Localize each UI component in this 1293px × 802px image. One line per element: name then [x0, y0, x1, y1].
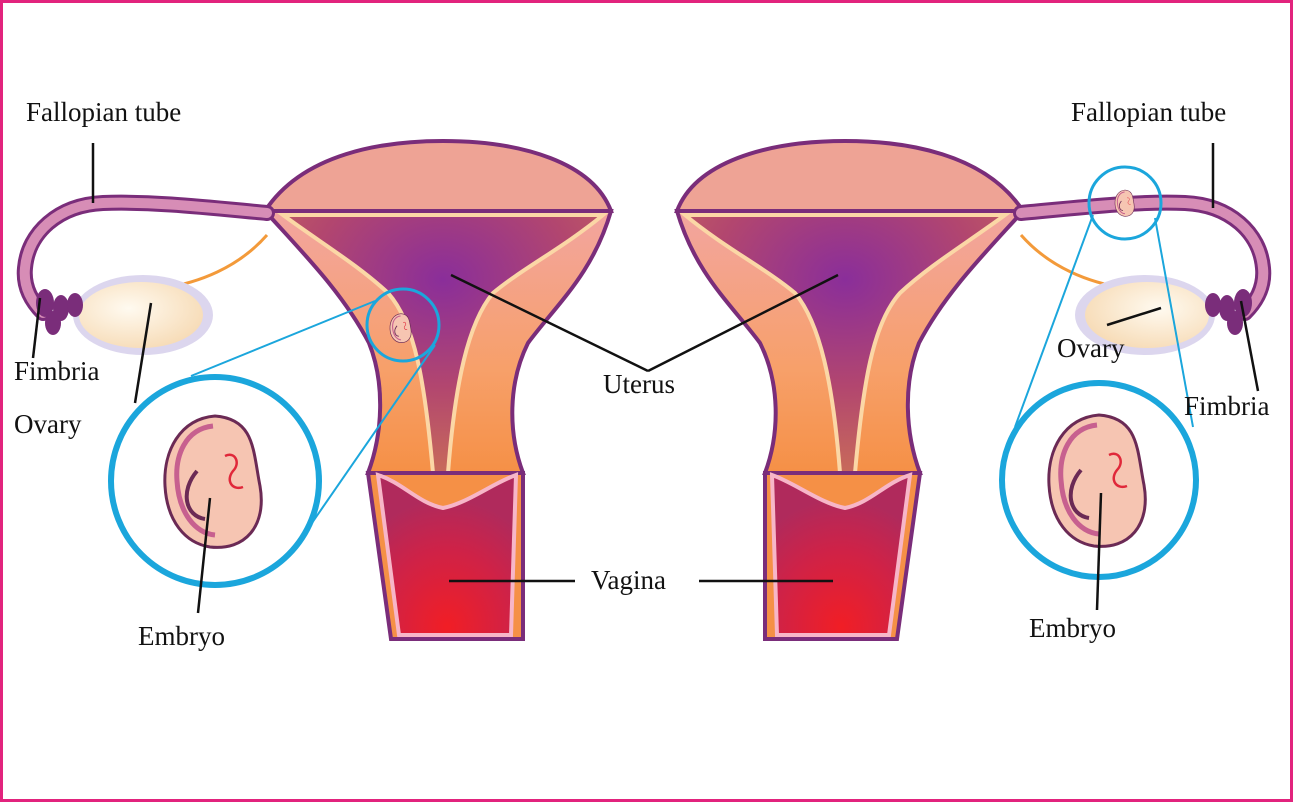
label-fallopian-tube-left: Fallopian tube [26, 99, 181, 126]
label-fallopian-tube-right: Fallopian tube [1071, 99, 1226, 126]
small-embryo-right [1115, 190, 1134, 216]
label-embryo-left: Embryo [138, 623, 225, 650]
label-fimbria-right: Fimbria [1184, 393, 1270, 420]
label-fimbria-left: Fimbria [14, 358, 100, 385]
label-uterus: Uterus [603, 371, 675, 398]
uterus-left [265, 141, 611, 639]
label-embryo-right: Embryo [1029, 615, 1116, 642]
label-ovary-right: Ovary [1057, 335, 1124, 362]
small-embryo-left [390, 314, 411, 343]
uterus-right [677, 141, 1023, 639]
label-ovary-left: Ovary [14, 411, 81, 438]
label-vagina: Vagina [591, 567, 666, 594]
